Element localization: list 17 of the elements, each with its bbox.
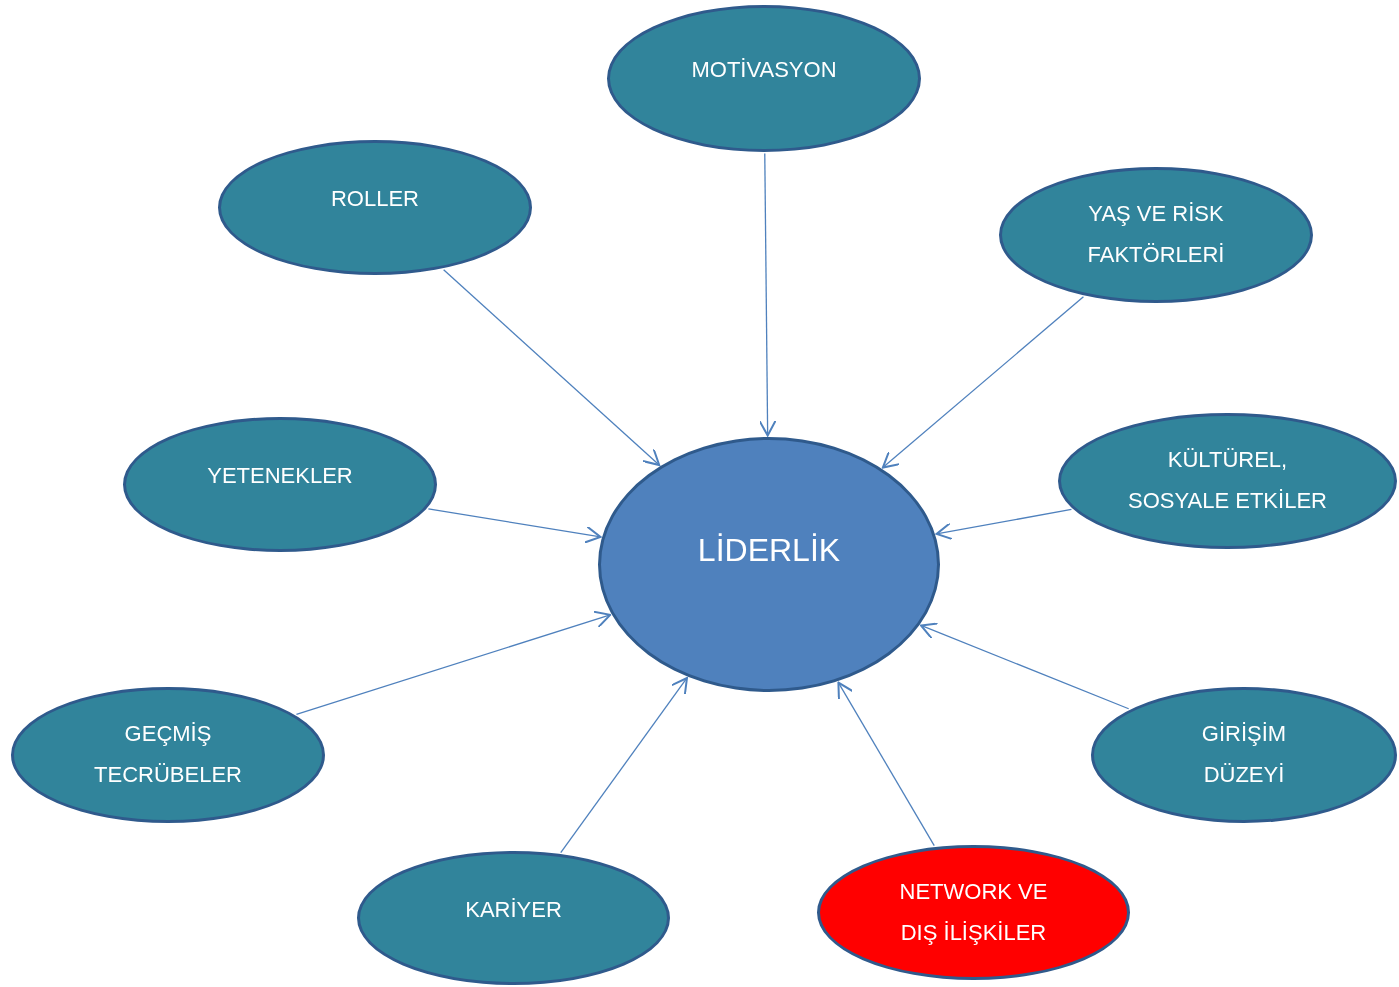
arrow	[758, 152, 777, 437]
arrow	[837, 681, 935, 847]
node-label: KÜLTÜREL, SOSYALE ETKİLER	[1127, 446, 1328, 515]
arrow	[935, 508, 1073, 541]
node-label: NETWORK VE DIŞ İLİŞKİLER	[898, 877, 1049, 947]
node-label: ROLLER	[330, 185, 419, 214]
arrow	[881, 296, 1085, 469]
node-label: MOTİVASYON	[691, 56, 837, 85]
node-label: YETENEKLER	[207, 462, 353, 491]
arrow	[295, 610, 612, 715]
arrow	[920, 622, 1130, 710]
arrow	[443, 269, 661, 466]
node-label: YAŞ VE RİSK FAKTÖRLERİ	[1086, 200, 1226, 269]
node-label: GEÇMİŞ TECRÜBELER	[93, 720, 243, 789]
node-label: LİDERLİK	[697, 530, 841, 570]
node-label: GİRİŞİM DÜZEYİ	[1200, 720, 1288, 789]
node-label: KARİYER	[465, 895, 562, 924]
